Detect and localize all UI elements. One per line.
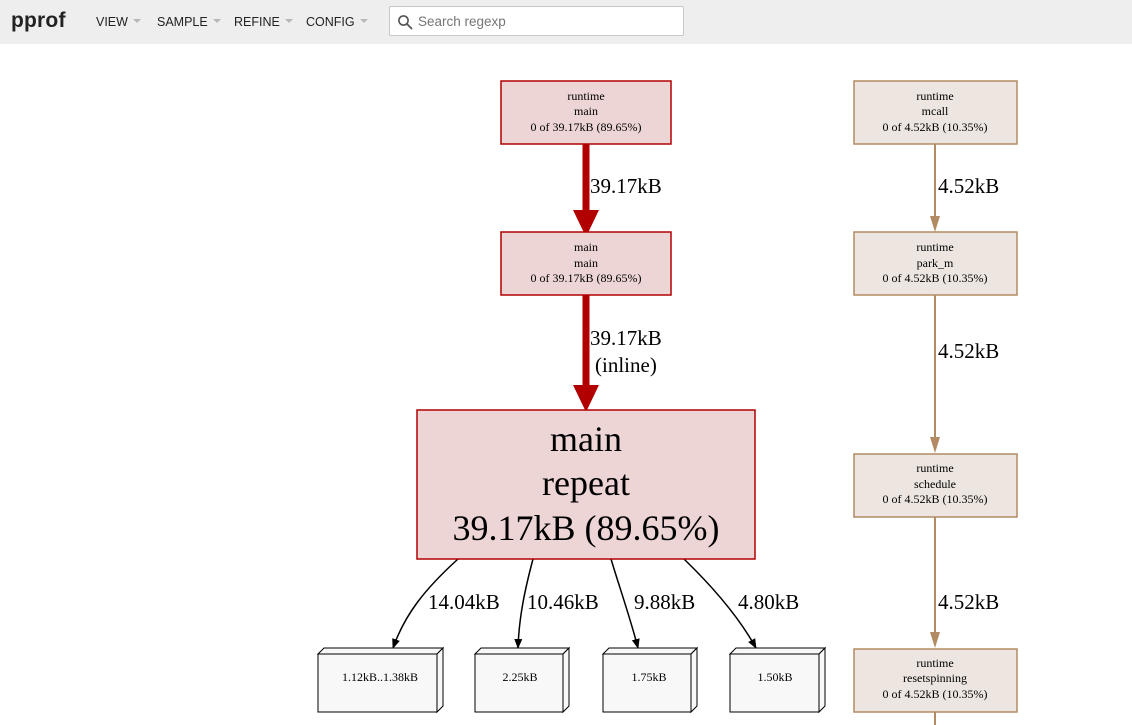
node-value: 0 of 4.52kB (10.35%) [883,492,988,506]
graph-leaf-node-4[interactable]: 1.50kB [728,646,827,714]
chevron-down-icon [284,19,293,23]
graph-edge-park_m-to-schedule[interactable]: 4.52kB [930,295,999,453]
menu-refine-label: REFINE [234,15,280,29]
arrowhead-icon [930,632,940,648]
node-package: runtime [916,240,953,254]
edge-label: 4.80kB [738,590,799,614]
edge-label: 4.52kB [938,590,999,614]
edge-label: 39.17kB [590,174,662,198]
graph-node-runtime-schedule[interactable]: runtime schedule 0 of 4.52kB (10.35%) [853,453,1018,518]
graph-node-main-repeat[interactable]: main repeat 39.17kB (89.65%) [416,409,756,560]
node-package: main [550,419,622,459]
graph-node-runtime-park_m[interactable]: runtime park_m 0 of 4.52kB (10.35%) [853,231,1018,296]
search-box [389,6,684,36]
menu-config-label: CONFIG [306,15,355,29]
menu-view[interactable]: VIEW [96,15,141,29]
graph-edge-schedule-to-resetspinning[interactable]: 4.52kB [930,517,999,725]
node-value: 0 of 39.17kB (89.65%) [531,271,642,285]
search-input[interactable] [418,11,673,31]
graph-edge-repeat-to-leaf-1[interactable]: 14.04kB [392,558,500,649]
graph-node-runtime-resetspinning[interactable]: runtime resetspinning 0 of 4.52kB (10.35… [853,648,1018,713]
menu-sample[interactable]: SAMPLE [157,15,221,29]
edge-label: 4.52kB [938,339,999,363]
node-package: main [574,240,598,254]
app-logo[interactable]: pprof [11,9,66,32]
node-package: runtime [567,89,604,103]
leaf-value: 1.12kB..1.38kB [342,670,418,684]
arrowhead-icon [573,210,599,237]
graph-leaf-node-2[interactable]: 2.25kB [473,646,571,714]
graph-edge-repeat-to-leaf-2[interactable]: 10.46kB [514,558,599,649]
call-graph[interactable]: 39.17kB 39.17kB (inline) 4.52kB 4.52kB 4… [0,44,1132,725]
edge-label: (inline) [595,353,657,377]
menu-config[interactable]: CONFIG [306,15,368,29]
node-function: main [574,256,598,270]
graph-edge-main-main-to-main-repeat[interactable]: 39.17kB (inline) [573,295,662,412]
edge-label: 9.88kB [634,590,695,614]
arrowhead-icon [573,385,599,412]
chevron-down-icon [132,19,141,23]
search-icon [398,15,413,30]
node-function: mcall [922,104,949,118]
node-value: 39.17kB (89.65%) [453,508,720,548]
node-value: 0 of 4.52kB (10.35%) [883,271,988,285]
edge-label: 14.04kB [428,590,500,614]
node-function: repeat [542,463,630,503]
node-function: resetspinning [903,671,967,685]
menu-refine[interactable]: REFINE [234,15,293,29]
edge-label: 39.17kB [590,326,662,350]
leaf-value: 2.25kB [502,670,537,684]
node-package: runtime [916,461,953,475]
graph-node-runtime-mcall[interactable]: runtime mcall 0 of 4.52kB (10.35%) [853,80,1018,145]
node-function: schedule [914,477,956,491]
menu-sample-label: SAMPLE [157,15,208,29]
node-package: runtime [916,89,953,103]
node-value: 0 of 4.52kB (10.35%) [883,687,988,701]
node-function: park_m [917,256,954,270]
edge-label: 10.46kB [527,590,599,614]
chevron-down-icon [359,19,368,23]
graph-leaf-node-1[interactable]: 1.12kB..1.38kB [316,646,445,714]
graph-edge-runtime-main-to-main-main[interactable]: 39.17kB [573,144,662,237]
node-function: main [574,104,598,118]
node-value: 0 of 39.17kB (89.65%) [531,120,642,134]
leaf-value: 1.50kB [757,670,792,684]
menu-view-label: VIEW [96,15,128,29]
arrowhead-icon [930,216,940,232]
graph-leaf-node-3[interactable]: 1.75kB [601,646,699,714]
graph-node-runtime-main[interactable]: runtime main 0 of 39.17kB (89.65%) [500,80,672,145]
graph-edge-repeat-to-leaf-4[interactable]: 4.80kB [683,558,799,649]
graph-node-main-main[interactable]: main main 0 of 39.17kB (89.65%) [500,231,672,296]
top-toolbar: pprof VIEW SAMPLE REFINE CONFIG [0,0,1132,44]
chevron-down-icon [212,19,221,23]
node-value: 0 of 4.52kB (10.35%) [883,120,988,134]
edge-label: 4.52kB [938,174,999,198]
node-package: runtime [916,656,953,670]
graph-edge-repeat-to-leaf-3[interactable]: 9.88kB [610,558,695,649]
arrowhead-icon [930,437,940,453]
leaf-value: 1.75kB [631,670,666,684]
graph-edge-mcall-to-park_m[interactable]: 4.52kB [930,144,999,232]
